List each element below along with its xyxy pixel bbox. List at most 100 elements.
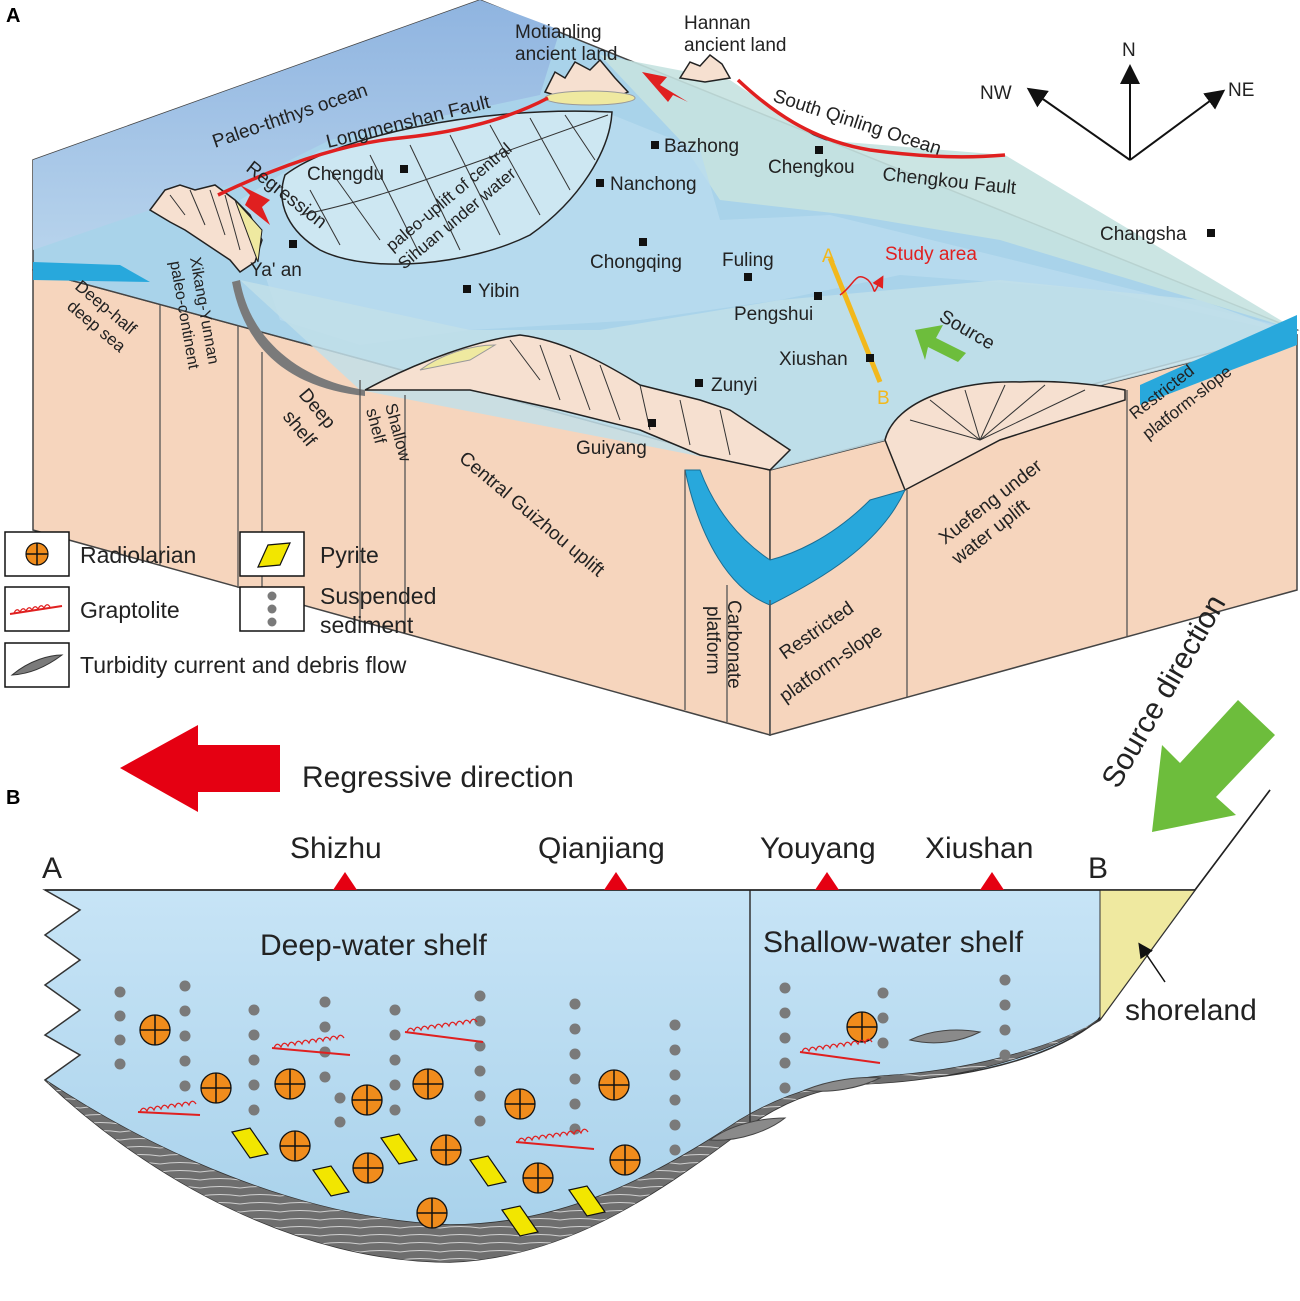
marker-nanchong [596, 179, 604, 187]
face-dividers [159, 305, 1128, 735]
xikang-ridges [169, 189, 241, 251]
city-yaan: Ya' an [250, 260, 302, 281]
legend-pyrite-label: Pyrite [320, 542, 379, 568]
face-carbonate-2: platform [702, 606, 723, 675]
marker-changsha [1207, 229, 1215, 237]
city-bazhong: Bazhong [664, 136, 739, 157]
pyrite-crystals [230, 1127, 607, 1237]
graptolites [137, 1018, 881, 1150]
legend-graptolite-label: Graptolite [80, 597, 180, 623]
turbidity-flows [708, 1029, 982, 1141]
motianling-beach [544, 90, 636, 106]
site-marker-shizhu [333, 872, 357, 890]
city-yibin: Yibin [478, 281, 520, 302]
site-marker-qianjiang [604, 872, 628, 890]
xuefeng-uplift [884, 380, 1126, 492]
label-point-b: B [877, 388, 890, 409]
city-nanchong: Nanchong [610, 174, 697, 195]
city-changsha: Changsha [1100, 224, 1187, 245]
radiolarians [139, 1011, 878, 1229]
legend-suspended-icon [267, 591, 277, 627]
city-xiushan: Xiushan [779, 349, 848, 370]
source-direction-arrow [1152, 700, 1275, 832]
marker-bazhong [651, 141, 659, 149]
longmenshan-fault [217, 96, 549, 197]
label-point-a: A [822, 246, 835, 267]
carbonate-fill-left [33, 262, 150, 282]
south-qinling-area [600, 55, 1297, 330]
shallow-shelf-label: Shallow-water shelf [763, 926, 1024, 959]
panel-b-label: B [6, 787, 20, 809]
marker-chengdu [400, 165, 408, 173]
xikang-beach [234, 199, 263, 263]
carbonate-fill-right [1140, 315, 1297, 405]
site-markers [333, 872, 1004, 890]
legend: Radiolarian Pyrite Graptolite Suspended … [4, 531, 436, 688]
city-fuling: Fuling [722, 250, 774, 271]
hannan-island [678, 53, 732, 83]
legend-turbidity-icon [10, 654, 64, 676]
guizhou-mountains [364, 334, 792, 471]
chengkou-fault [736, 78, 1006, 159]
deep-shelf-sediment [232, 280, 365, 396]
panel-a-block [32, 0, 1300, 736]
marker-zunyi [695, 379, 703, 387]
legend-suspended-label-1: Suspended [320, 583, 436, 609]
site-marker-xiushan [980, 872, 1004, 890]
marker-fuling [744, 273, 752, 281]
legend-turbidity-label: Turbidity current and debris flow [80, 652, 407, 678]
study-area-arrow [839, 275, 884, 296]
guizhou-beach [419, 344, 497, 371]
city-pengshui: Pengshui [734, 304, 813, 325]
legend-pyrite-icon [257, 542, 291, 568]
label-motianling-2: ancient land [515, 44, 617, 65]
marker-guiyang [648, 419, 656, 427]
basin-sediment-fill [45, 1020, 1098, 1262]
label-study-area: Study area [885, 244, 977, 265]
marker-yaan [289, 240, 297, 248]
city-guiyang: Guiyang [576, 438, 647, 459]
regressive-label: Regressive direction [302, 761, 574, 794]
site-marker-youyang [815, 872, 839, 890]
legend-graptolite-icon [9, 605, 63, 615]
end-a-label: A [42, 852, 62, 885]
marker-pengshui [814, 292, 822, 300]
end-b-label: B [1088, 852, 1108, 885]
uplift-veins [299, 114, 609, 256]
paleo-ocean-area [33, 0, 560, 250]
city-chengdu: Chengdu [307, 164, 384, 185]
compass-nw: NW [980, 83, 1012, 104]
city-chongqing: Chongqing [590, 252, 682, 273]
suspended-dots [114, 974, 1011, 1156]
legend-radiolarian-label: Radiolarian [80, 542, 196, 568]
shoreland-label: shoreland [1125, 994, 1257, 1027]
site-xiushan: Xiushan [925, 832, 1033, 865]
site-qianjiang: Qianjiang [538, 832, 665, 865]
compass-n: N [1122, 40, 1136, 61]
panel-a-label: A [6, 5, 20, 27]
compass [1026, 64, 1226, 161]
marker-chengkou [815, 146, 823, 154]
carbonate-fill-center [684, 469, 906, 606]
source-arrow-small [915, 325, 966, 362]
city-zunyi: Zunyi [711, 375, 757, 396]
site-shizhu: Shizhu [290, 832, 382, 865]
deep-shelf-label: Deep-water shelf [260, 929, 487, 962]
label-motianling-1: Motianling [515, 22, 602, 43]
marker-xiushan [866, 354, 874, 362]
regressive-arrow [120, 725, 280, 812]
regression-arrow-1 [240, 185, 270, 225]
site-youyang: Youyang [760, 832, 876, 865]
city-markers [289, 141, 1215, 427]
city-chengkou: Chengkou [768, 157, 855, 178]
xuefeng-ridges [909, 384, 1086, 441]
sea-lower [240, 280, 1297, 470]
face-carbonate-1: Carbonate [723, 600, 744, 689]
shoreland-pointer [1138, 942, 1166, 983]
marker-yibin [463, 285, 471, 293]
compass-ne: NE [1228, 80, 1254, 101]
regression-arrow-2 [642, 72, 688, 102]
sichuan-uplift [281, 110, 613, 265]
legend-suspended-label-2: sediment [320, 612, 414, 638]
